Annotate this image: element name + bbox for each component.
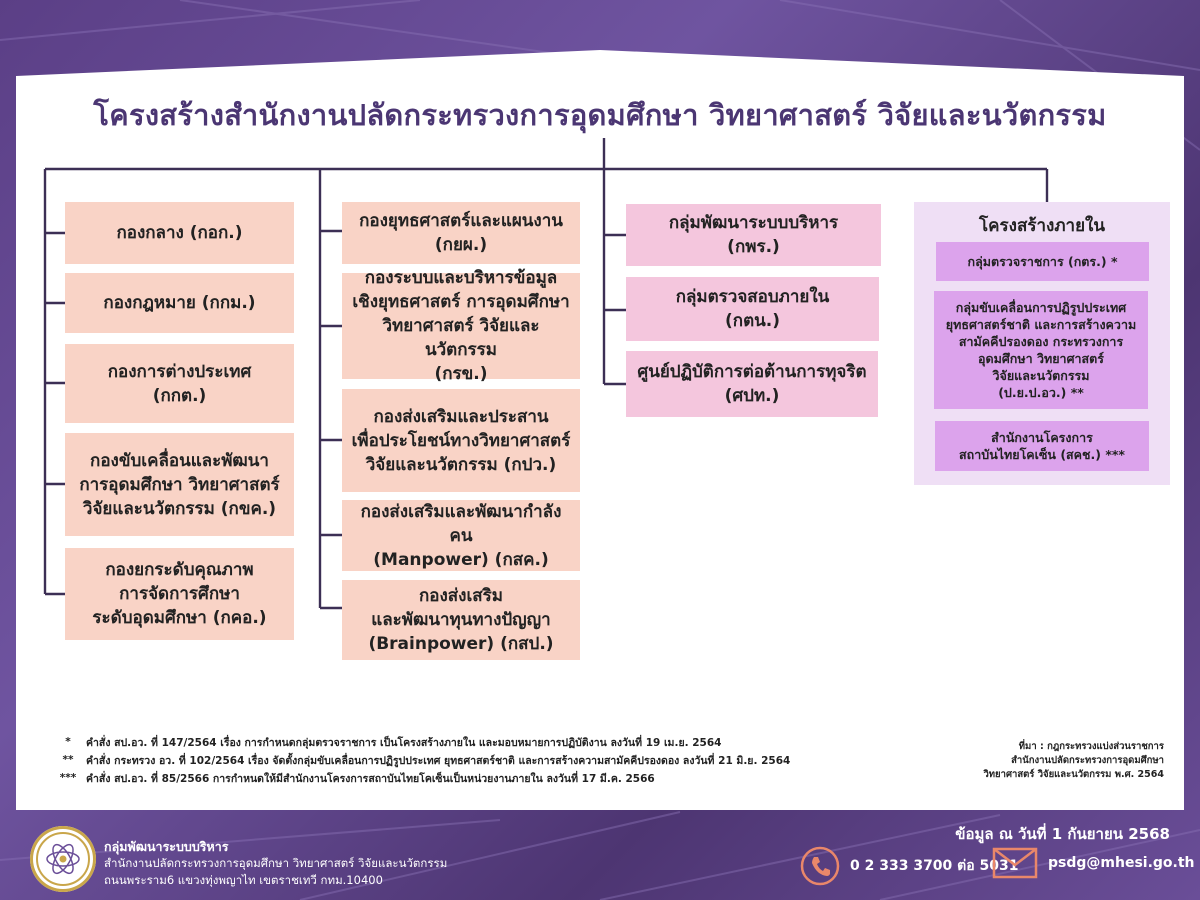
- phone-number: 0 2 333 3700 ต่อ 5031: [850, 858, 1019, 874]
- page-title: โครงสร้างสำนักงานปลัดกระทรวงการอุดมศึกษา…: [93, 98, 1107, 132]
- footnote: ***คำสั่ง สป.อว. ที่ 85/2566 การกำหนดให้…: [59, 772, 655, 785]
- unit-kpw: กองส่งเสริมและประสาน เพื่อประโยชน์ทางวิท…: [342, 389, 580, 492]
- unit-kok: กองกลาง (กอก.): [65, 202, 294, 264]
- unit-kkt: กองการต่างประเทศ (กกต.): [65, 344, 294, 423]
- internal-structure-title: โครงสร้างภายใน: [979, 216, 1105, 236]
- unit-krk: กองระบบและบริหารข้อมูล เชิงยุทธศาสตร์ กา…: [342, 268, 580, 384]
- email-contact[interactable]: psdg@mhesi.go.th: [992, 846, 1195, 880]
- footnotes: *คำสั่ง สป.อว. ที่ 147/2564 เรื่อง การกำ…: [50, 733, 791, 787]
- phone-icon: [800, 846, 840, 886]
- data-date: ข้อมูล ณ วันที่ 1 กันยายน 2568: [955, 825, 1170, 843]
- unit-kyp: กองยุทธศาสตร์และแผนงาน (กยผ.): [342, 202, 580, 264]
- org-line: สำนักงานปลัดกระทรวงการอุดมศึกษา วิทยาศาส…: [104, 856, 448, 870]
- unit-ksp: กองส่งเสริม และพัฒนาทุนทางปัญญา (Brainpo…: [342, 580, 580, 660]
- unit-kkm: กองกฎหมาย (กกม.): [65, 273, 294, 333]
- unit-ktn: กลุ่มตรวจสอบภายใน (กตน.): [626, 277, 879, 341]
- internal-unit-skch: สำนักงานโครงการ สถาบันไทยโคเซ็น (สคช.) *…: [935, 421, 1149, 471]
- mail-icon: [992, 847, 1038, 879]
- footer-organization: กลุ่มพัฒนาระบบบริหาร สำนักงานปลัดกระทรวง…: [104, 838, 447, 889]
- internal-unit-pyp: กลุ่มขับเคลื่อนการปฏิรูปประเทศ ยุทธศาสตร…: [934, 291, 1148, 409]
- unit-ksk: กองส่งเสริมและพัฒนากำลังคน (Manpower) (ก…: [342, 500, 580, 571]
- unit-kko: กองยกระดับคุณภาพ การจัดการศึกษา ระดับอุด…: [65, 548, 294, 640]
- footnote: **คำสั่ง กระทรวง อว. ที่ 102/2564 เรื่อง…: [62, 754, 791, 767]
- ministry-logo-icon: [30, 826, 96, 892]
- org-name: กลุ่มพัฒนาระบบบริหาร: [104, 839, 229, 854]
- unit-spt: ศูนย์ปฏิบัติการต่อต้านการทุจริต (ศปท.): [626, 351, 878, 417]
- org-address: ถนนพระราม6 แขวงทุ่งพญาไท เขตราชเทวี กทม.…: [104, 873, 383, 887]
- phone-contact[interactable]: 0 2 333 3700 ต่อ 5031: [800, 846, 1019, 886]
- unit-kkhk: กองขับเคลื่อนและพัฒนา การอุดมศึกษา วิทยา…: [65, 433, 294, 536]
- source-note: ที่มา : กฎกระทรวงแบ่งส่วนราชการ สำนักงาน…: [983, 741, 1164, 780]
- unit-kpr: กลุ่มพัฒนาระบบบริหาร (กพร.): [626, 204, 881, 266]
- email-address: psdg@mhesi.go.th: [1048, 855, 1195, 871]
- internal-unit-ktr: กลุ่มตรวจราชการ (กตร.) *: [936, 242, 1149, 281]
- footnote: *คำสั่ง สป.อว. ที่ 147/2564 เรื่อง การกำ…: [65, 736, 722, 749]
